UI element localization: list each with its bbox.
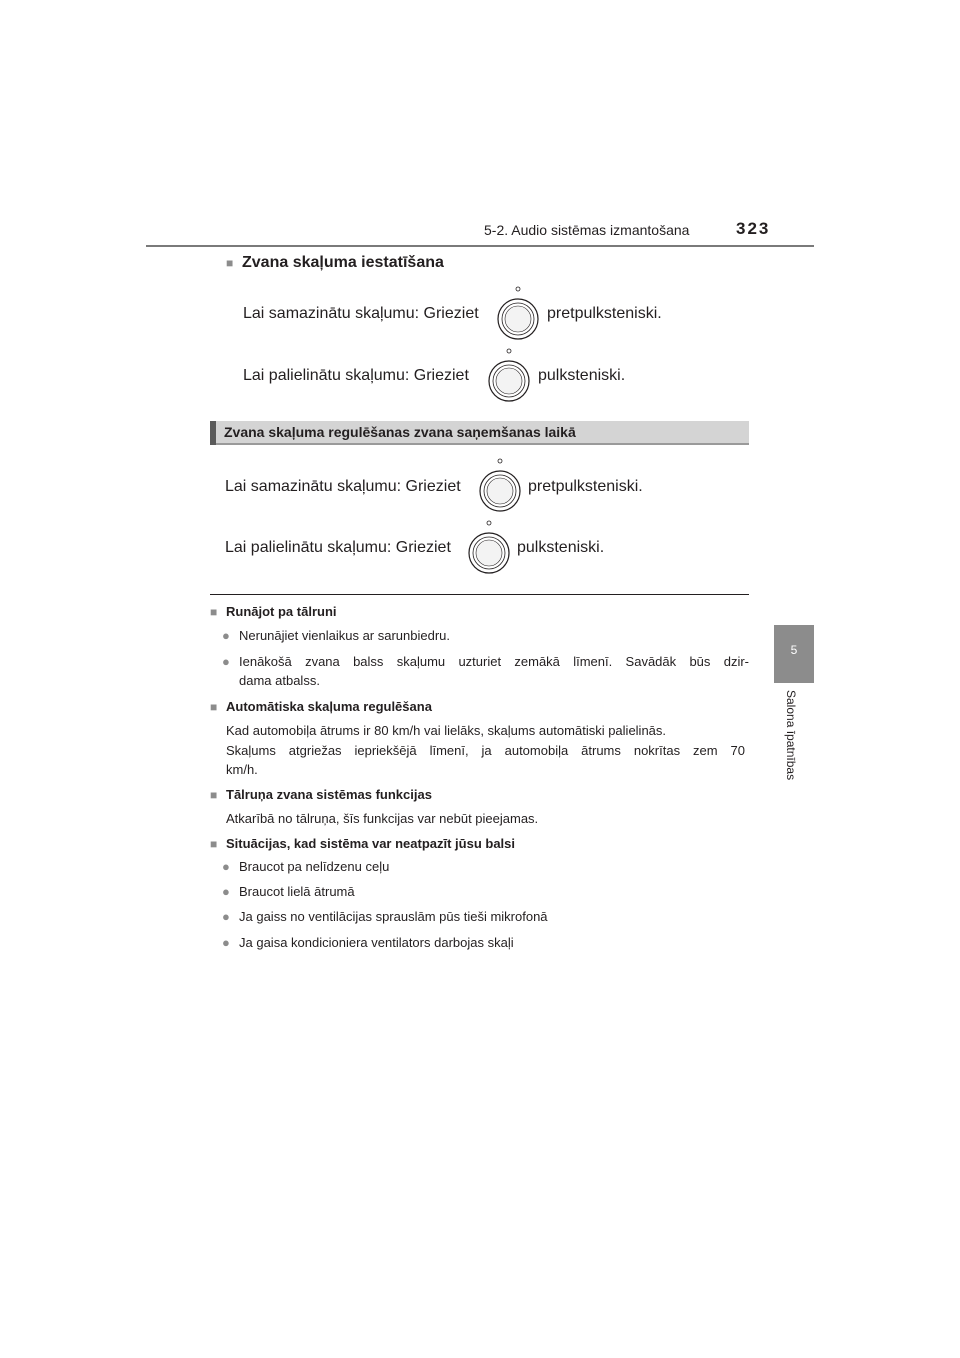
square-bullet: ■ (210, 700, 218, 714)
section1-title-text: Zvana skaļuma iestatīšana (242, 254, 444, 271)
note2-line2: Skaļums atgriežas iepriekšējā līmenī, ja… (226, 743, 745, 758)
note1-bullet2-line1: ●Ienākošā zvana balss skaļumu uzturiet z… (222, 654, 749, 669)
section-header: 5-2. Audio sistēmas izmantošana (484, 222, 690, 238)
chapter-tab (774, 625, 814, 683)
s2-increase-after: pulksteniski. (517, 539, 605, 556)
volume-knob-icon (497, 286, 539, 340)
round-bullet: ● (222, 884, 230, 899)
s2-increase-before: Lai palielinātu skaļumu: Grieziet (225, 539, 451, 556)
note3-heading: ■Tālruņa zvana sistēmas funkcijas (210, 787, 432, 802)
volume-knob-icon (488, 348, 530, 402)
section2-heading-marker (210, 421, 216, 445)
round-bullet: ● (222, 654, 230, 669)
s1-increase-after: pulksteniski. (538, 367, 626, 384)
round-bullet: ● (222, 935, 230, 950)
page-number: 323 (736, 219, 771, 238)
s2-decrease-before: Lai samazinātu skaļumu: Grieziet (225, 478, 461, 495)
square-bullet: ■ (226, 256, 234, 270)
note4-heading: ■Situācijas, kad sistēma var neatpazīt j… (210, 836, 516, 851)
notes-separator (210, 594, 749, 595)
volume-knob-icon (468, 520, 510, 574)
square-bullet: ■ (210, 605, 218, 619)
note4-bullet4: ●Ja gaisa kondicioniera ventilators darb… (222, 935, 514, 950)
s2-decrease-after: pretpulksteniski. (528, 478, 643, 495)
s1-decrease-after: pretpulksteniski. (547, 305, 662, 322)
note4-bullet1: ●Braucot pa nelīdzenu ceļu (222, 859, 390, 874)
chapter-number: 5 (790, 643, 798, 657)
note2-line1: Kad automobiļa ātrums ir 80 km/h vai lie… (226, 723, 667, 738)
note2-line3: km/h. (226, 762, 258, 777)
header-rule (146, 245, 814, 247)
round-bullet: ● (222, 909, 230, 924)
section2-title: Zvana skaļuma regulēšanas zvana saņemšan… (224, 424, 576, 440)
note1-bullet1: ●Nerunājiet vienlaikus ar sarunbiedru. (222, 628, 451, 643)
volume-knob-icon (479, 458, 521, 512)
chapter-title: Salona īpatnības (784, 690, 798, 781)
round-bullet: ● (222, 628, 230, 643)
note4-bullet3: ●Ja gaiss no ventilācijas sprauslām pūs … (222, 909, 548, 924)
s1-decrease-before: Lai samazinātu skaļumu: Grieziet (243, 305, 479, 322)
chapter-title-vertical: Salona īpatnības (784, 690, 808, 810)
note4-bullet2: ●Braucot lielā ātrumā (222, 884, 355, 899)
s1-increase-before: Lai palielinātu skaļumu: Grieziet (243, 367, 469, 384)
section1-title: ■ Zvana skaļuma iestatīšana (226, 254, 444, 272)
note3-line1: Atkarībā no tālruņa, šīs funkcijas var n… (226, 811, 539, 826)
round-bullet: ● (222, 859, 230, 874)
square-bullet: ■ (210, 788, 218, 802)
section2-heading-band (210, 421, 749, 445)
note1-heading: ■Runājot pa tālruni (210, 604, 337, 619)
note1-bullet2-line2: dama atbalss. (239, 673, 320, 688)
square-bullet: ■ (210, 837, 218, 851)
note2-heading: ■Automātiska skaļuma regulēšana (210, 699, 432, 714)
